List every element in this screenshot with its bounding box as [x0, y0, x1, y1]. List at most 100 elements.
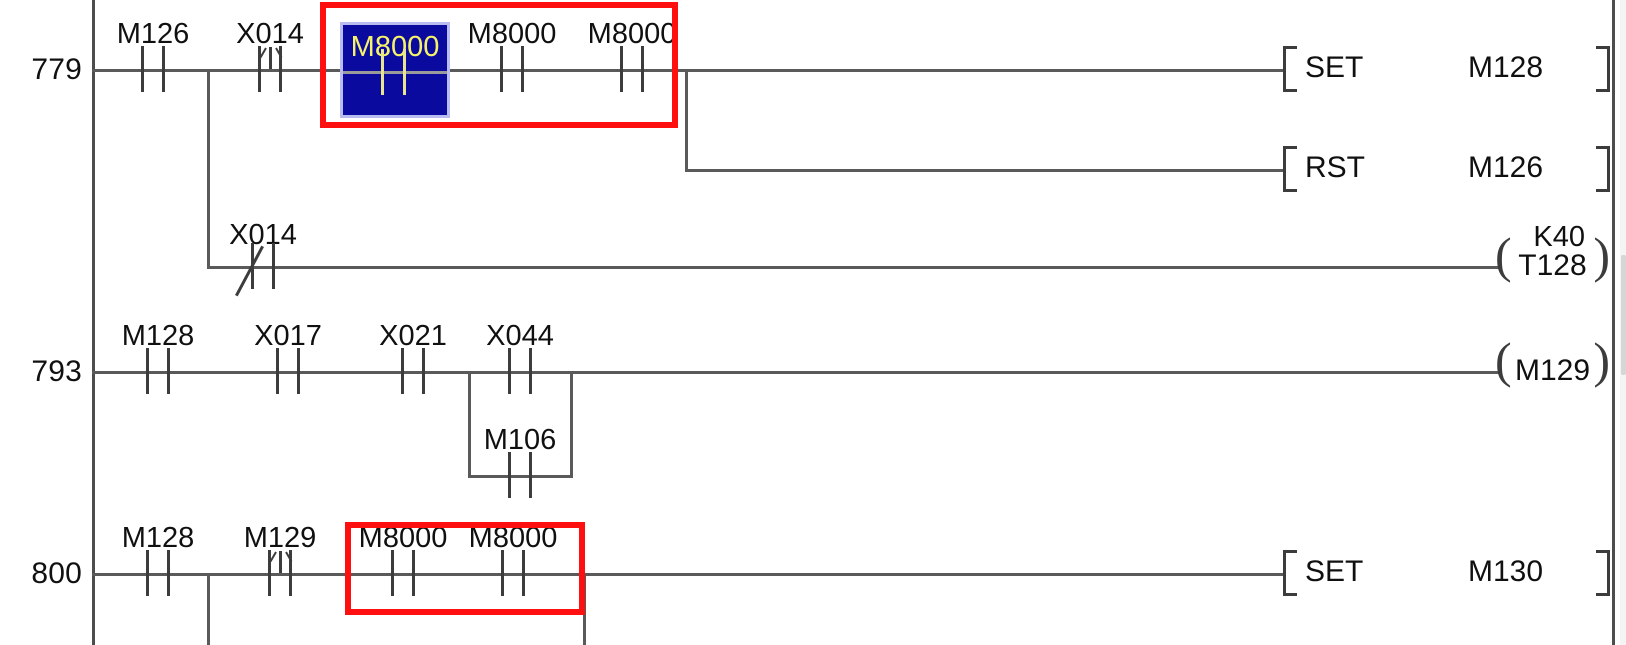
rung-793-parallel-vertical-left: [468, 371, 471, 478]
contact-label-m128-r800: M128: [121, 522, 195, 554]
instruction-bracket-left: [1283, 146, 1297, 192]
contact-bar-left: [391, 550, 394, 596]
selected-contact-wire: [343, 71, 447, 74]
rung-793-parallel-vertical-right: [570, 371, 573, 478]
coil-paren-left: (: [1495, 227, 1512, 283]
normally-closed-slash-icon: [235, 245, 264, 297]
instruction-arg: M128: [1468, 51, 1544, 84]
vertical-scrollbar-thumb[interactable]: [1621, 255, 1626, 375]
contact-bar-left: [508, 452, 511, 498]
left-power-rail: [92, 0, 95, 645]
contact-bar-right: [167, 348, 170, 394]
contact-bar-left: [508, 348, 511, 394]
contact-bar-right: [167, 550, 170, 596]
contact-bar-right: [412, 550, 415, 596]
coil-m129[interactable]: ( M129 ): [1495, 335, 1610, 394]
contact-label-m8000-2: M8000: [467, 18, 557, 50]
instruction-bracket-left: [1283, 46, 1297, 92]
contact-m106-no[interactable]: [497, 452, 543, 498]
contact-bar-right: [529, 348, 532, 394]
rung-779-rst-wire: [685, 169, 1283, 172]
instruction-set-m130[interactable]: SET M130: [1283, 550, 1610, 596]
rung-793-parallel-wire: [468, 475, 573, 478]
rung-779-wire-to-set: [685, 69, 1283, 72]
contact-bar-right: [403, 49, 406, 95]
coil-t128[interactable]: ( T128 ): [1495, 230, 1610, 289]
coil-paren-right: ): [1593, 227, 1610, 283]
instruction-bracket-right: [1596, 146, 1610, 192]
contact-bar-left: [141, 46, 144, 92]
contact-x014-nc[interactable]: [235, 243, 286, 297]
contact-bar-left: [146, 550, 149, 596]
contact-label-m128-r793: M128: [121, 320, 195, 352]
contact-bar-right: [641, 46, 644, 92]
contact-m8000-2-no[interactable]: [489, 46, 535, 92]
contact-bar-right: [279, 46, 282, 92]
instruction-op: SET: [1305, 51, 1364, 84]
contact-label-x017: X017: [254, 320, 322, 352]
contact-m128-r800-no[interactable]: [135, 550, 181, 596]
instruction-set-m128[interactable]: SET M128: [1283, 46, 1610, 92]
contact-bar-right: [272, 243, 275, 289]
contact-bar-left: [258, 46, 261, 92]
instruction-bracket-left: [1283, 550, 1297, 596]
contact-x021-no[interactable]: [390, 348, 436, 394]
coil-paren-right: ): [1593, 332, 1610, 388]
coil-label: T128: [1518, 249, 1587, 282]
coil-paren-left: (: [1495, 332, 1512, 388]
contact-x017-no[interactable]: [265, 348, 311, 394]
rung-800-main-wire: [92, 573, 1283, 576]
contact-m8000-3-no[interactable]: [609, 46, 655, 92]
selected-contact-label: M8000: [350, 31, 440, 63]
contact-label-m129-rising: M129: [243, 522, 317, 554]
contact-bar-right: [529, 452, 532, 498]
contact-bar-right: [289, 550, 292, 596]
contact-label-x044: X044: [486, 320, 554, 352]
instruction-rst-m126[interactable]: RST M126: [1283, 146, 1610, 192]
contact-bar-right: [297, 348, 300, 394]
contact-bar-left: [501, 550, 504, 596]
rung-number-800: 800: [31, 557, 82, 590]
contact-bar-left: [276, 348, 279, 394]
contact-label-m106: M106: [483, 424, 557, 456]
instruction-bracket-right: [1596, 550, 1610, 596]
contact-x044-no[interactable]: [497, 348, 543, 394]
contact-bar-left: [401, 348, 404, 394]
contact-label-x014-rising: X014: [236, 18, 304, 50]
rung-793-main-wire: [92, 371, 1500, 374]
contact-x014-rising-edge[interactable]: [247, 46, 293, 92]
contact-m8000-r800-1-no[interactable]: [380, 550, 426, 596]
contact-bar-left: [146, 348, 149, 394]
contact-bar-right: [522, 550, 525, 596]
contact-bar-right: [162, 46, 165, 92]
right-power-rail: [1612, 0, 1615, 645]
contact-m8000-r800-2-no[interactable]: [490, 550, 536, 596]
rung-800-branch-vertical-2: [583, 573, 586, 645]
selected-contact-m8000[interactable]: M8000: [340, 22, 450, 118]
instruction-bracket-right: [1596, 46, 1610, 92]
rung-800-branch-vertical: [207, 573, 210, 645]
rising-edge-arrow-icon: [259, 47, 283, 69]
timer-preset-k40: K40: [1533, 221, 1585, 253]
contact-bar-right: [422, 348, 425, 394]
coil-label: M129: [1514, 354, 1591, 387]
contact-label-m126: M126: [116, 18, 190, 50]
instruction-arg: M130: [1468, 555, 1544, 588]
contact-bar-left: [620, 46, 623, 92]
instruction-op: RST: [1305, 151, 1365, 184]
rung-779-timer-branch-wire: [207, 266, 1499, 269]
rising-edge-arrow-icon: [269, 551, 293, 573]
instruction-op: SET: [1305, 555, 1364, 588]
contact-m129-rising-edge[interactable]: [257, 550, 303, 596]
rung-number-779: 779: [31, 53, 82, 86]
rung-779-output-branch-vertical: [685, 69, 688, 171]
rung-number-793: 793: [31, 355, 82, 388]
contact-bar-left: [500, 46, 503, 92]
contact-label-m8000-3: M8000: [587, 18, 677, 50]
contact-bar-right: [521, 46, 524, 92]
rung-779-branch-vertical-left: [207, 69, 210, 269]
contact-m128-r793-no[interactable]: [135, 348, 181, 394]
contact-m126-no[interactable]: [130, 46, 176, 92]
contact-bar-left: [381, 49, 384, 95]
